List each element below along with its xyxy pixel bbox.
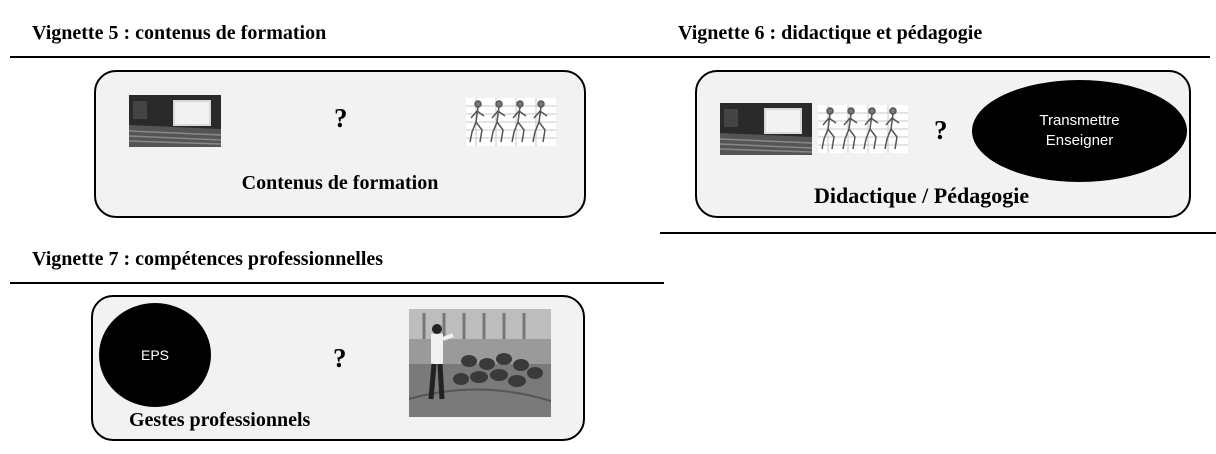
vignette-6-panel: ? Transmettre Enseigner Didactique / Péd… bbox=[695, 70, 1191, 218]
gym-class-image bbox=[409, 309, 551, 417]
runners-image bbox=[466, 98, 556, 146]
auditorium-image bbox=[720, 103, 812, 155]
vignette-5-panel: ? Contenus de formation bbox=[94, 70, 586, 218]
question-mark: ? bbox=[333, 343, 347, 373]
vignette-7-title: Vignette 7 : compétences professionnelle… bbox=[32, 248, 384, 270]
row-divider bbox=[660, 232, 1216, 234]
vignette-5-rule bbox=[10, 56, 660, 58]
runners-image bbox=[818, 105, 908, 153]
eps-oval: EPS bbox=[99, 303, 211, 407]
transmettre-enseigner-oval: Transmettre Enseigner bbox=[972, 80, 1187, 182]
question-mark: ? bbox=[934, 115, 948, 145]
oval-line-2: Enseigner bbox=[1045, 132, 1114, 149]
vignette-6-caption: Didactique / Pédagogie bbox=[814, 183, 1030, 208]
vignette-7-caption: Gestes professionnels bbox=[129, 409, 311, 431]
eps-label: EPS bbox=[140, 347, 169, 363]
vignette-5-caption: Contenus de formation bbox=[241, 172, 439, 194]
vignette-5-title: Vignette 5 : contenus de formation bbox=[32, 22, 327, 44]
question-mark: ? bbox=[334, 103, 348, 133]
vignette-6-rule bbox=[660, 56, 1210, 58]
auditorium-image bbox=[129, 95, 221, 147]
oval-line-1: Transmettre bbox=[1039, 112, 1120, 129]
vignette-6-title: Vignette 6 : didactique et pédagogie bbox=[678, 22, 983, 44]
vignette-7-panel: EPS ? Gestes professionnels bbox=[91, 295, 585, 441]
vignette-7-rule bbox=[10, 282, 664, 284]
